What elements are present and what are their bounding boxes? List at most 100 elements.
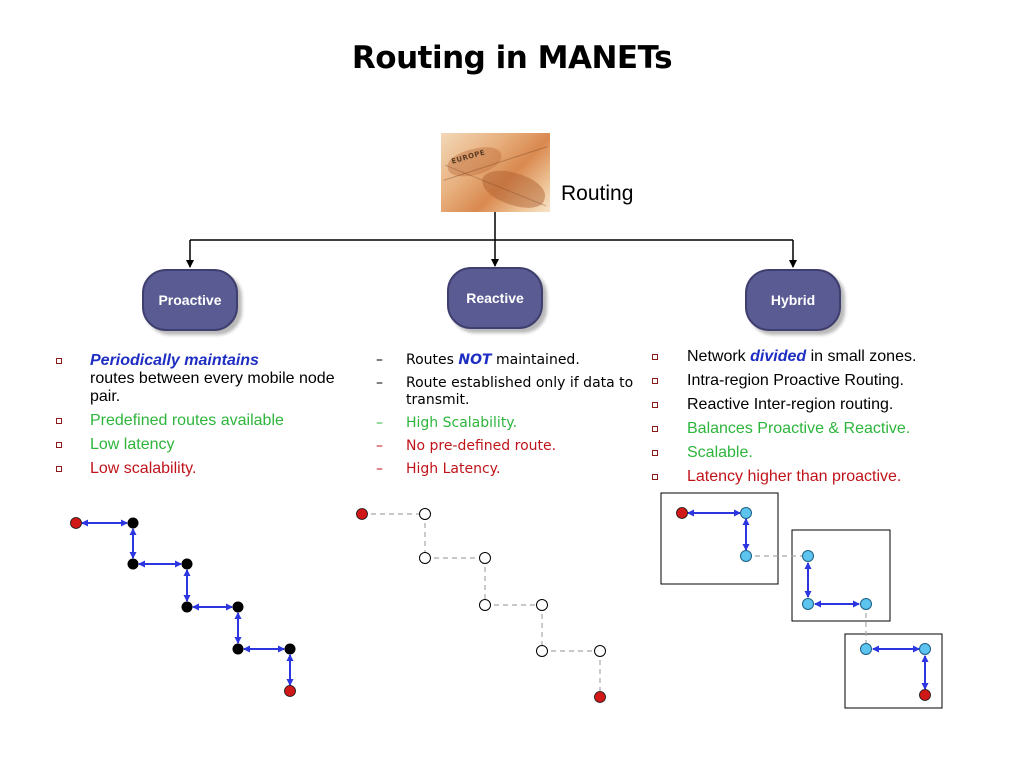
reactive-bullet: – Route established only if data to tran… xyxy=(376,375,636,409)
bullet-square-icon xyxy=(56,466,62,472)
hybrid-bullet: Scalable. xyxy=(652,444,1012,462)
network-node xyxy=(232,643,244,655)
network-node xyxy=(479,552,491,564)
bullet-dash-icon: – xyxy=(376,352,383,368)
proactive-graph xyxy=(70,517,296,697)
destination-node xyxy=(919,689,931,701)
hybrid-node-label: Hybrid xyxy=(770,292,816,308)
reactive-node: Reactive xyxy=(447,267,543,329)
hybrid-bullet: Latency higher than proactive. xyxy=(652,468,1012,486)
proactive-bullet: Low scalability. xyxy=(56,460,346,478)
reactive-bullet: – High Latency. xyxy=(376,461,636,478)
network-node xyxy=(284,643,296,655)
proactive-node: Proactive xyxy=(142,269,238,331)
network-node xyxy=(479,599,491,611)
bullet-text: Low scalability. xyxy=(90,460,197,477)
reactive-bullet: – High Scalability. xyxy=(376,415,636,432)
bullet-text: Latency higher than proactive. xyxy=(687,468,902,485)
bullet-emphasis: NOT xyxy=(458,352,492,368)
inter-zone-links xyxy=(746,555,867,649)
network-node xyxy=(740,550,752,562)
reactive-bullet: – Routes NOT maintained. xyxy=(376,352,636,369)
network-node xyxy=(802,598,814,610)
zone-box xyxy=(791,529,891,622)
bullet-text-post: in small zones. xyxy=(806,348,917,365)
zone-box xyxy=(844,633,943,709)
bullet-dash-icon: – xyxy=(376,438,383,454)
intra-zone-links xyxy=(687,509,929,690)
bullet-text: No pre-defined route. xyxy=(406,438,557,454)
hybrid-bullets: Network divided in small zones. Intra-re… xyxy=(652,348,1012,492)
reactive-bullet: – No pre-defined route. xyxy=(376,438,636,455)
proactive-bullet: Predefined routes available xyxy=(56,412,346,430)
source-node xyxy=(676,507,688,519)
hybrid-bullet: Intra-region Proactive Routing. xyxy=(652,372,1012,390)
bullet-square-icon xyxy=(652,426,658,432)
network-node xyxy=(860,598,872,610)
proactive-bullet: Periodically maintains routes between ev… xyxy=(56,352,346,406)
network-node xyxy=(594,645,606,657)
bullet-square-icon xyxy=(56,358,62,364)
bullet-text-pre: Network xyxy=(687,348,751,365)
network-node xyxy=(740,507,752,519)
network-node xyxy=(127,517,139,529)
bullet-text: Intra-region Proactive Routing. xyxy=(687,372,904,389)
bullet-emphasis: divided xyxy=(750,348,807,365)
network-node xyxy=(536,599,548,611)
network-node xyxy=(127,558,139,570)
bullet-text-pre: Routes xyxy=(406,352,459,368)
slide-title: Routing in MANETs xyxy=(351,40,673,76)
network-node xyxy=(919,643,931,655)
hybrid-bullet: Reactive Inter-region routing. xyxy=(652,396,1012,414)
reactive-node-label: Reactive xyxy=(466,290,524,306)
bullet-emphasis: Periodically maintains xyxy=(90,352,259,369)
bullet-square-icon xyxy=(652,450,658,456)
bullet-text-post: maintained. xyxy=(491,352,580,368)
bullet-text: Reactive Inter-region routing. xyxy=(687,396,894,413)
proactive-node-label: Proactive xyxy=(158,292,222,308)
bullet-dash-icon: – xyxy=(376,375,383,391)
hybrid-node: Hybrid xyxy=(745,269,841,331)
network-node xyxy=(419,508,431,520)
zone-box xyxy=(660,492,779,585)
bullet-square-icon xyxy=(652,402,658,408)
network-node xyxy=(181,601,193,613)
hybrid-bullet: Network divided in small zones. xyxy=(652,348,1012,366)
bullet-dash-icon: – xyxy=(376,415,383,431)
bullet-square-icon xyxy=(652,354,658,360)
network-node xyxy=(232,601,244,613)
network-node xyxy=(860,643,872,655)
reactive-bullets: – Routes NOT maintained. – Route establi… xyxy=(376,352,636,484)
destination-node xyxy=(284,685,296,697)
bullet-text: routes between every mobile node pair. xyxy=(90,370,335,405)
reactive-graph xyxy=(356,508,606,703)
routing-root-label: Routing xyxy=(561,182,634,205)
bullet-text: Route established only if data to transm… xyxy=(406,375,634,408)
reactive-links xyxy=(362,513,601,697)
hybrid-graph xyxy=(660,492,943,709)
bullet-text: Balances Proactive & Reactive. xyxy=(687,420,911,437)
bullet-square-icon xyxy=(56,418,62,424)
proactive-bullet: Low latency xyxy=(56,436,346,454)
source-node xyxy=(70,517,82,529)
network-node xyxy=(802,550,814,562)
bullet-square-icon xyxy=(56,442,62,448)
source-node xyxy=(356,508,368,520)
hybrid-bullet: Balances Proactive & Reactive. xyxy=(652,420,1012,438)
destination-node xyxy=(594,691,606,703)
bullet-text: Predefined routes available xyxy=(90,412,284,429)
network-node xyxy=(419,552,431,564)
bullet-text: High Latency. xyxy=(406,461,501,477)
network-node xyxy=(181,558,193,570)
bullet-text: High Scalability. xyxy=(406,415,518,431)
bullet-square-icon xyxy=(652,378,658,384)
bullet-square-icon xyxy=(652,474,658,480)
bullet-dash-icon: – xyxy=(376,461,383,477)
routing-map-image: EUROPE xyxy=(441,133,550,212)
proactive-links xyxy=(81,519,294,686)
proactive-bullets: Periodically maintains routes between ev… xyxy=(56,352,346,484)
bullet-text: Scalable. xyxy=(687,444,753,461)
bullet-text: Low latency xyxy=(90,436,175,453)
